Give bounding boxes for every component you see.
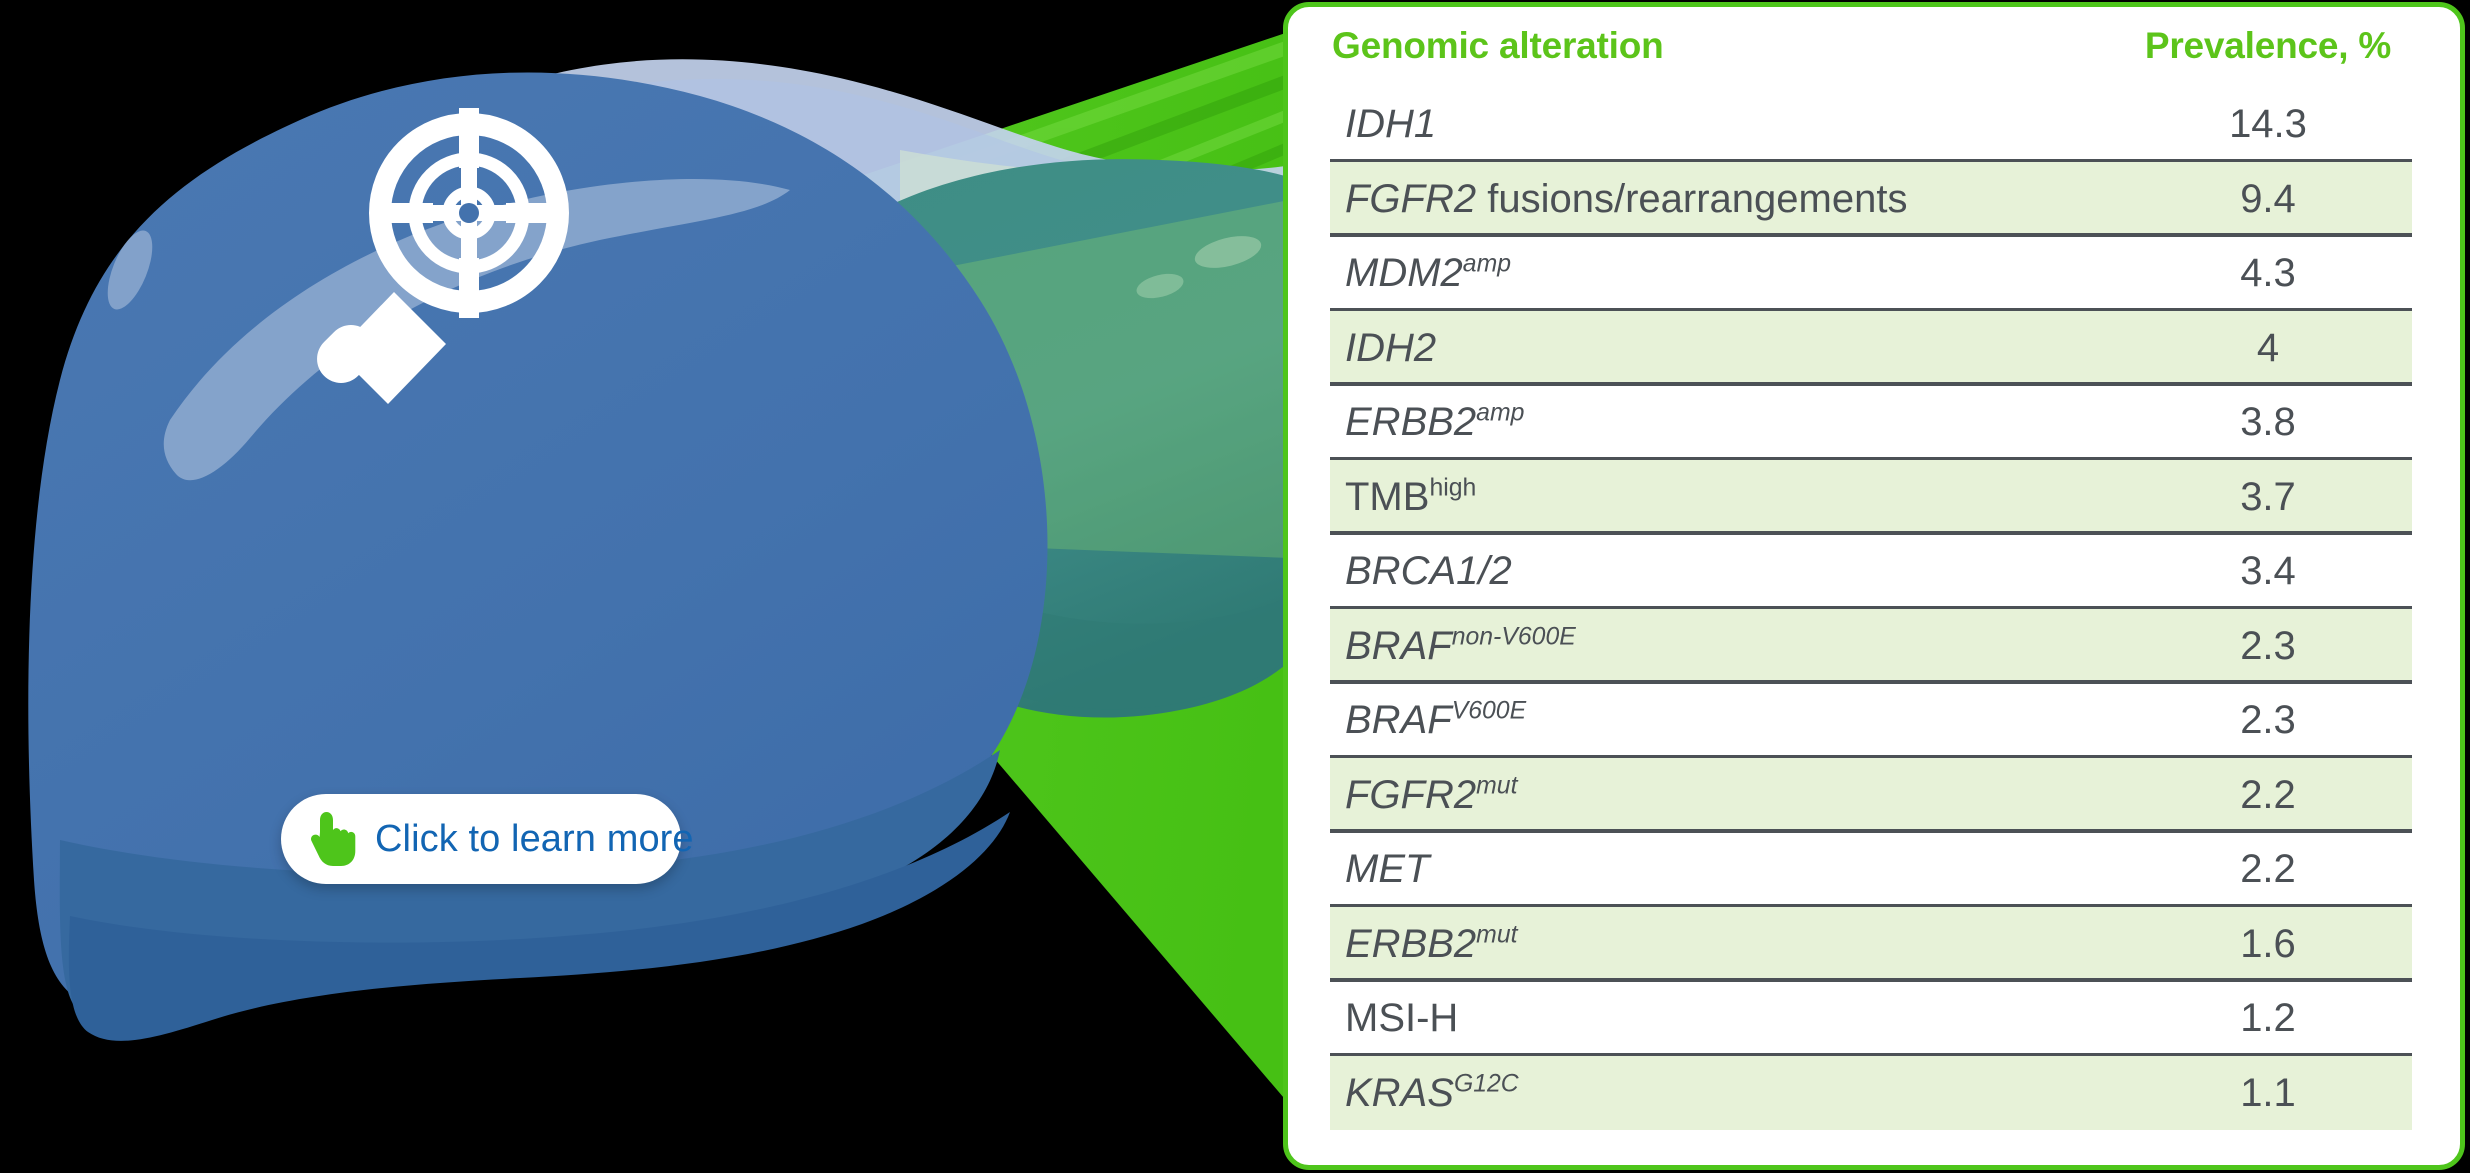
row-stripe bbox=[1330, 608, 2412, 683]
cell-prevalence-value: 3.4 bbox=[2240, 549, 2296, 594]
prevalence-table: Genomic alteration Prevalence, % IDH1 14.… bbox=[1288, 7, 2460, 1165]
row-divider bbox=[1330, 1052, 2412, 1057]
cell-alteration-name: TMBhigh bbox=[1345, 474, 1477, 519]
genomic-alteration-card: Genomic alteration Prevalence, % IDH1 14.… bbox=[1283, 2, 2465, 1170]
cell-prevalence-value: 2.2 bbox=[2240, 847, 2296, 892]
row-divider bbox=[1330, 382, 2412, 386]
cell-alteration-name: KRASG12C bbox=[1345, 1070, 1519, 1115]
column-header-alteration: Genomic alteration bbox=[1332, 25, 1664, 66]
table-row: FGFR2 fusions/rearrangements 9.4 bbox=[1288, 158, 2460, 236]
cell-alteration-name: MSI-H bbox=[1345, 996, 1459, 1041]
cell-alteration-name: MET bbox=[1345, 847, 1430, 892]
cell-prevalence-value: 3.8 bbox=[2240, 400, 2296, 445]
cell-prevalence-value: 2.3 bbox=[2240, 698, 2296, 743]
row-divider bbox=[1330, 754, 2412, 759]
row-divider bbox=[1330, 456, 2412, 461]
cell-alteration-name: BRAFnon-V600E bbox=[1345, 623, 1576, 668]
cell-prevalence-value: 2.3 bbox=[2240, 623, 2296, 668]
row-stripe bbox=[1330, 757, 2412, 832]
cell-prevalence-value: 9.4 bbox=[2240, 176, 2296, 221]
row-divider bbox=[1330, 978, 2412, 982]
table-row: FGFR2mut 2.2 bbox=[1288, 754, 2460, 832]
table-row: TMBhigh 3.7 bbox=[1288, 456, 2460, 534]
table-header-row: Genomic alteration Prevalence, % bbox=[1288, 25, 2460, 87]
table-row: BRAFnon-V600E 2.3 bbox=[1288, 605, 2460, 683]
cell-prevalence-value: 1.2 bbox=[2240, 996, 2296, 1041]
liver-left-lobe bbox=[28, 72, 1048, 1041]
row-stripe bbox=[1330, 459, 2412, 534]
table-row: IDH2 4 bbox=[1288, 307, 2460, 385]
table-row: IDH1 14.3 bbox=[1288, 87, 2460, 162]
row-divider bbox=[1330, 233, 2412, 237]
table-row: BRCA1/2 3.4 bbox=[1288, 531, 2460, 609]
table-row: MDM2amp 4.3 bbox=[1288, 233, 2460, 311]
row-divider bbox=[1330, 605, 2412, 610]
cell-alteration-name: BRAFV600E bbox=[1345, 697, 1527, 743]
table-row: MSI-H 1.2 bbox=[1288, 978, 2460, 1056]
cell-alteration-name: MDM2amp bbox=[1345, 250, 1512, 296]
cell-alteration-name: IDH1 bbox=[1345, 102, 1437, 147]
row-stripe bbox=[1330, 161, 2412, 236]
table-row: ERBB2mut 1.6 bbox=[1288, 903, 2460, 981]
column-header-prevalence: Prevalence, % bbox=[2144, 25, 2392, 66]
table-row: MET 2.2 bbox=[1288, 829, 2460, 907]
row-stripe bbox=[1330, 310, 2412, 385]
cta-label: Click to learn more bbox=[375, 817, 694, 860]
row-divider bbox=[1330, 158, 2412, 163]
row-divider bbox=[1330, 829, 2412, 833]
row-divider bbox=[1330, 680, 2412, 684]
row-stripe bbox=[1330, 906, 2412, 981]
cell-prevalence-value: 2.2 bbox=[2240, 772, 2296, 817]
row-stripe bbox=[1330, 1055, 2412, 1130]
cell-prevalence-value: 4.3 bbox=[2240, 251, 2296, 296]
cell-alteration-name: ERBB2amp bbox=[1345, 399, 1525, 445]
cell-prevalence-value: 1.1 bbox=[2240, 1070, 2296, 1115]
pointing-hand-icon bbox=[311, 812, 356, 866]
row-divider bbox=[1330, 531, 2412, 535]
cell-prevalence-value: 3.7 bbox=[2240, 474, 2296, 519]
cell-alteration-name: ERBB2mut bbox=[1345, 921, 1518, 966]
table-row: ERBB2amp 3.8 bbox=[1288, 382, 2460, 460]
cell-alteration-name: FGFR2mut bbox=[1345, 772, 1518, 817]
cell-alteration-name: FGFR2 fusions/rearrangements bbox=[1345, 176, 1908, 221]
magnifier-crosshair-icon bbox=[317, 108, 569, 404]
cell-prevalence-value: 4 bbox=[2256, 325, 2280, 370]
cell-prevalence-value: 14.3 bbox=[2229, 102, 2307, 147]
row-divider bbox=[1330, 307, 2412, 312]
click-to-learn-more-button[interactable]: Click to learn more bbox=[281, 794, 694, 884]
cell-alteration-name: IDH2 bbox=[1345, 325, 1437, 370]
cell-alteration-name: BRCA1/2 bbox=[1345, 549, 1512, 594]
row-divider bbox=[1330, 903, 2412, 908]
cell-prevalence-value: 1.6 bbox=[2240, 921, 2296, 966]
table-row: KRASG12C 1.1 bbox=[1288, 1052, 2460, 1130]
table-row: BRAFV600E 2.3 bbox=[1288, 680, 2460, 758]
